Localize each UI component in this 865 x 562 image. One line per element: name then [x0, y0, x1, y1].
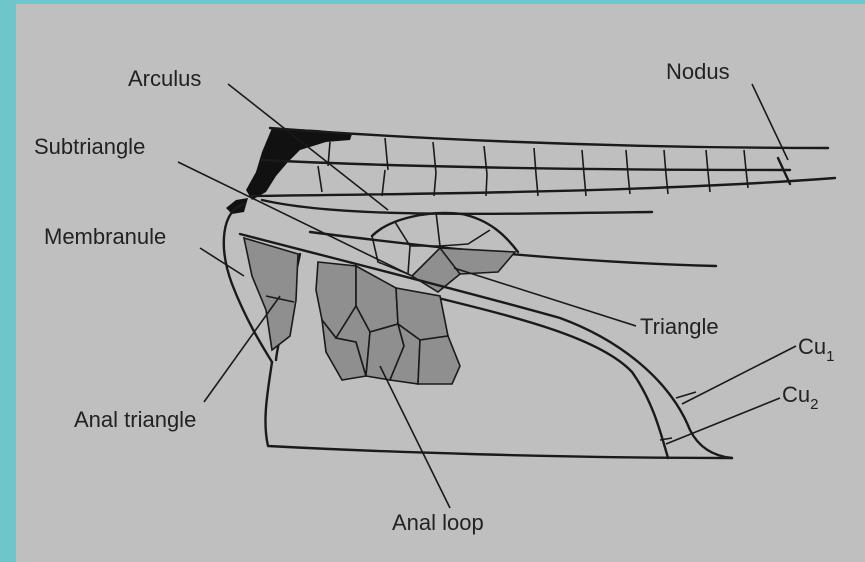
label-membranule: Membranule	[44, 224, 166, 249]
label-cu2: Cu2	[782, 382, 818, 413]
subcosta-vein	[262, 160, 790, 170]
costa-vein	[270, 128, 828, 148]
media-vein	[262, 200, 652, 214]
label-cu1: Cu1	[798, 334, 834, 365]
wing-anal-margin	[265, 362, 732, 458]
cu-inner-vein	[430, 296, 668, 458]
triangle-cell	[412, 248, 515, 292]
label-arculus: Arculus	[128, 66, 201, 91]
cu1-crossvein	[676, 392, 696, 398]
label-triangle: Triangle	[640, 314, 719, 339]
label-subtriangle: Subtriangle	[34, 134, 145, 159]
label-anal-triangle: Anal triangle	[74, 407, 196, 432]
label-anal-loop: Anal loop	[392, 510, 484, 535]
media-vein-2	[310, 232, 716, 266]
anal-triangle-cell	[244, 238, 298, 350]
label-nodus: Nodus	[666, 59, 730, 84]
